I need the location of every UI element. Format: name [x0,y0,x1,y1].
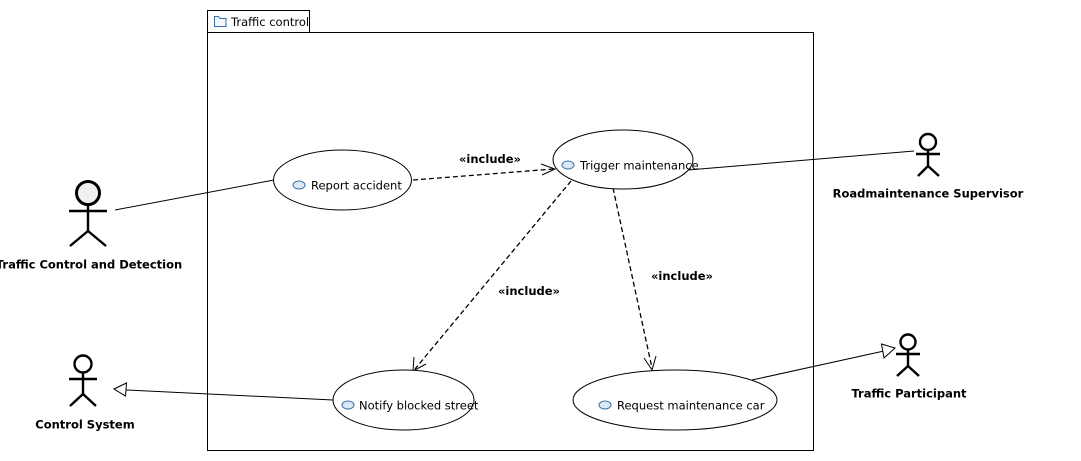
actor-label: Control System [35,418,134,432]
actor-label: Traffic Control and Detection [0,258,182,272]
generalization-arrowhead-participant [880,343,896,359]
use-case-report-accident[interactable]: Report accident [273,149,412,211]
association-notify-control-system[interactable] [125,389,334,401]
generalization-arrowhead-control-system [112,382,128,397]
include-label: «include» [651,269,713,283]
use-case-notify-blocked-street[interactable]: Notify blocked street [332,369,479,431]
actor-icon [916,132,940,177]
use-case-label: Report accident [311,179,402,193]
use-case-trigger-maintenance[interactable]: Trigger maintenance [552,129,699,190]
use-case-label: Trigger maintenance [579,159,699,173]
association-request-participant[interactable] [751,350,885,381]
actor-label: Roadmaintenance Supervisor [833,187,1024,201]
actor-traffic-control-and-detection[interactable]: Traffic Control and Detection [0,180,182,272]
use-case-icon [292,180,306,190]
use-case-label: Request maintenance car [617,399,765,413]
use-case-icon [341,400,355,410]
include-report-to-trigger[interactable] [412,163,557,181]
use-case-label: Notify blocked street [359,399,479,413]
association-tcd-report[interactable] [114,179,275,211]
actor-icon [896,333,920,377]
association-trigger-supervisor[interactable] [687,150,915,171]
use-case-request-maintenance-car[interactable]: Request maintenance car [572,369,778,431]
folder-icon [214,16,227,27]
actor-roadmaintenance-supervisor[interactable]: Roadmaintenance Supervisor [833,132,1024,201]
package-title: Traffic control [230,15,309,29]
actor-traffic-participant[interactable]: Traffic Participant [851,333,967,401]
actor-icon [69,354,97,407]
include-label: «include» [459,152,521,166]
use-case-icon [561,160,575,170]
use-case-icon [598,400,612,410]
actor-label: Traffic Participant [851,387,967,401]
actor-icon [69,180,107,247]
actor-control-system[interactable]: Control System [35,354,135,432]
include-label: «include» [498,284,560,298]
include-trigger-to-request[interactable] [612,187,657,372]
